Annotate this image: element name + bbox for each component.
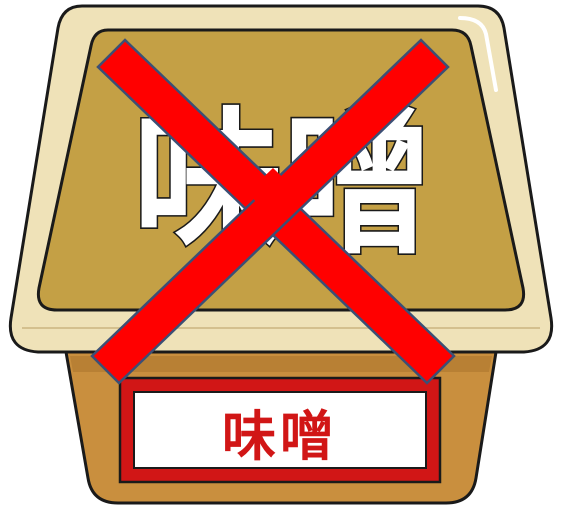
lid-rim-highlight (458, 16, 498, 92)
cross-center-cover (247, 168, 299, 218)
tub-body-shadow (70, 356, 492, 372)
prohibition-x-icon (90, 38, 456, 385)
label-text: 味噌 (222, 405, 338, 468)
label-panel: 味噌 (118, 376, 442, 484)
